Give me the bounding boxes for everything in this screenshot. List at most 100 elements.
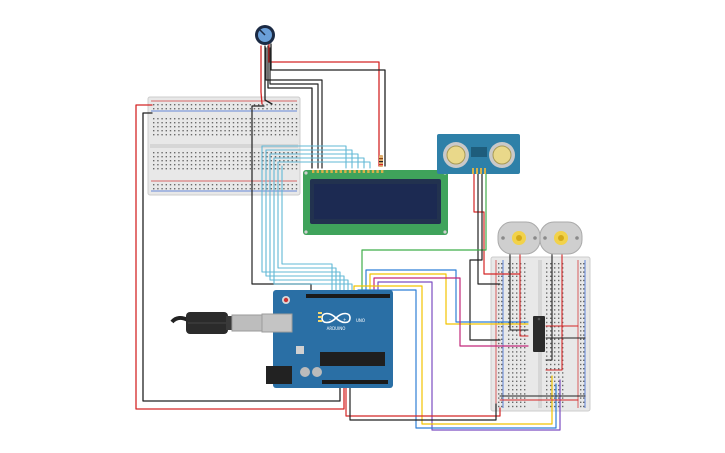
breadboard-hole [232, 108, 235, 110]
wire-sensor-vcc[interactable] [473, 169, 521, 275]
wire-pot-black[interactable] [264, 45, 273, 105]
arduino-digital-header[interactable] [306, 294, 390, 298]
wire-lcd-gnd-1[interactable] [265, 47, 323, 169]
breadboard-hole [524, 368, 526, 370]
wire-lcd-top-4[interactable] [273, 157, 365, 169]
breadboard-hole [232, 118, 235, 120]
breadboard-hole [546, 376, 548, 378]
wire-pot-to-lcd-black[interactable] [270, 43, 386, 167]
dc-motor-icon-right[interactable] [539, 221, 583, 255]
wire-driver-in1[interactable] [365, 269, 529, 323]
lcd-pin[interactable] [358, 170, 361, 173]
lcd-pin[interactable] [381, 170, 384, 173]
breadboard-hole [207, 184, 209, 186]
arduino-uno-board[interactable]: – + ARDUINO UNO [261, 290, 393, 388]
ultrasonic-pin[interactable] [472, 168, 474, 174]
wire-pot-wiper[interactable] [267, 45, 313, 169]
breadboard-hole [562, 401, 564, 403]
breadboard-hole [554, 384, 556, 387]
driver-ic-body [533, 316, 545, 352]
breadboard-hole [262, 168, 264, 170]
lcd-pin[interactable] [321, 170, 324, 173]
ultrasonic-pin[interactable] [480, 168, 482, 174]
arduino-usb-port[interactable] [261, 313, 293, 333]
breadboard-hole [501, 300, 503, 303]
wire-sensor-echo[interactable] [469, 169, 501, 341]
breadboard-hole [279, 160, 281, 162]
wire-gnd-to-arduino[interactable] [251, 105, 312, 297]
breadboard-hole [165, 164, 167, 166]
wire-motor1-b[interactable] [519, 251, 529, 337]
breadboard-hole [498, 351, 500, 353]
wire-motor2-b[interactable] [545, 251, 563, 371]
wire-lcd-top-5[interactable] [277, 161, 371, 169]
wire-lcd-gnd-2[interactable] [269, 47, 319, 169]
breadboard-hole [174, 134, 176, 136]
breadboard-hole [203, 118, 205, 120]
usb-cable-icon[interactable] [170, 312, 263, 334]
lcd-16x2-icon[interactable] [303, 170, 448, 235]
lcd-pin[interactable] [362, 170, 365, 173]
lcd-pin[interactable] [330, 170, 333, 173]
breadboard-hole [203, 122, 205, 124]
wire-pot-red[interactable] [260, 45, 263, 105]
wire-driver-5v[interactable] [345, 385, 501, 417]
lcd-pin[interactable] [316, 170, 319, 173]
wire-lcd-top-1[interactable] [261, 145, 347, 169]
lcd-pin[interactable] [376, 170, 379, 173]
breadboard-hole [520, 275, 522, 277]
arduino-power-jack[interactable] [266, 366, 292, 384]
lcd-pin[interactable] [335, 170, 338, 173]
ultrasonic-sensor-icon[interactable] [437, 134, 520, 174]
breadboard-hole [583, 326, 585, 328]
lcd-pin[interactable] [367, 170, 370, 173]
wire-sensor-gnd[interactable] [477, 169, 501, 285]
arduino-power-analog-header[interactable] [322, 380, 388, 384]
right-breadboard-holes [498, 263, 585, 408]
wire-driver-in2[interactable] [369, 273, 529, 325]
breadboard-hole [161, 130, 163, 132]
ultrasonic-pin[interactable] [484, 168, 486, 174]
wire-pot-to-lcd-red[interactable] [268, 43, 380, 167]
breadboard-hole [508, 326, 510, 328]
wire-lcd-data-3[interactable] [269, 153, 349, 297]
lcd-pin[interactable] [371, 170, 375, 173]
lcd-pin[interactable] [353, 170, 356, 173]
wire-lcd-data-5[interactable] [277, 161, 337, 297]
wire-driver-in3[interactable] [373, 277, 529, 347]
wire-lcd-top-2[interactable] [265, 149, 353, 169]
wire-driver-in4[interactable] [377, 281, 561, 431]
wire-lcd-top-3[interactable] [269, 153, 359, 169]
lcd-pin[interactable] [348, 170, 352, 173]
lcd-pin[interactable] [312, 170, 315, 173]
wire-driver-gnd[interactable] [349, 385, 497, 421]
breadboard-hole [270, 122, 272, 124]
ultrasonic-pin[interactable] [476, 168, 478, 174]
breadboard-hole [195, 122, 197, 124]
wire-driver-en[interactable] [353, 285, 553, 425]
lcd-pin[interactable] [339, 170, 342, 173]
breadboard-hole [580, 384, 582, 387]
breadboard-hole [216, 160, 218, 162]
dc-motor-icon-left[interactable] [497, 221, 541, 255]
breadboard-hole [546, 326, 548, 328]
arduino-led [318, 316, 322, 318]
breadboard-hole [182, 104, 184, 106]
wire-lcd-data-6[interactable] [281, 165, 333, 297]
breadboard-hole [237, 104, 239, 106]
resistor-icon[interactable] [379, 155, 383, 167]
lcd-pin[interactable] [325, 170, 329, 173]
lcd-pin[interactable] [344, 170, 347, 173]
wire-motor1-a[interactable] [509, 251, 529, 331]
breadboard-hole [546, 321, 548, 324]
breadboard-hole [165, 122, 167, 124]
breadboard-hole [287, 108, 289, 110]
breadboard-hole [232, 104, 235, 106]
wire-motor2-a[interactable] [545, 251, 553, 361]
breadboard-hole [253, 126, 256, 128]
wire-sensor-trig[interactable] [361, 169, 487, 297]
wire-lcd-data-2[interactable] [265, 149, 345, 297]
breadboard-hole [211, 104, 214, 106]
potentiometer-icon[interactable] [255, 25, 275, 45]
ic-chip-icon[interactable] [533, 316, 545, 352]
